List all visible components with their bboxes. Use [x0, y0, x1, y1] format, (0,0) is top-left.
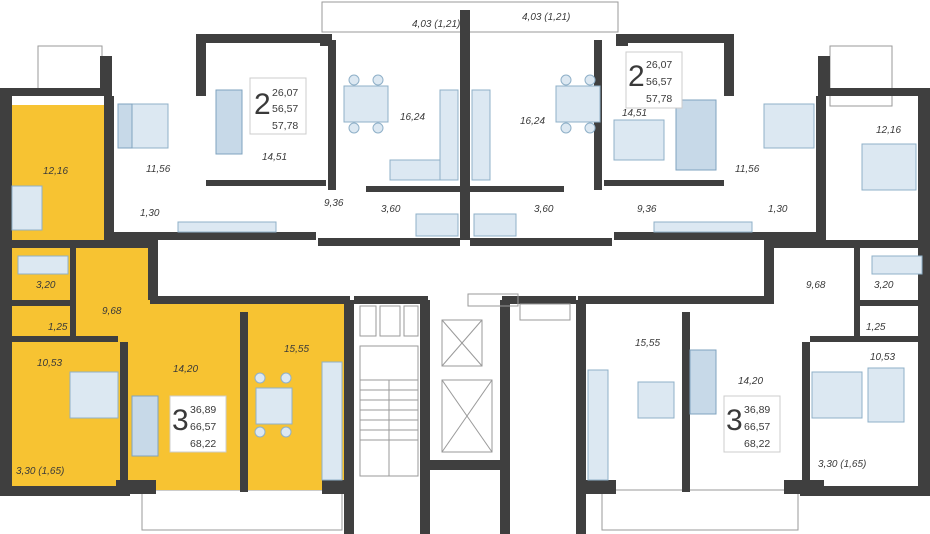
area-living: 36,89 [190, 404, 216, 416]
rooms-count: 2 [254, 88, 271, 121]
walls [0, 10, 930, 534]
label-r-living-14-20: 14,20 [738, 376, 763, 387]
apartment-info-three-room-right[interactable]: 3 36,89 66,57 68,22 [723, 395, 781, 453]
balcony-bottom-right [601, 489, 799, 531]
area-living: 26,07 [646, 59, 672, 71]
label-r-bed-12-16: 12,16 [876, 125, 901, 136]
label-r-bed-10-53: 10,53 [870, 352, 895, 363]
rooms-count: 3 [172, 404, 189, 437]
area-total: 66,57 [744, 421, 770, 433]
balcony-left-top [37, 45, 103, 91]
rooms-count: 2 [628, 60, 645, 93]
label-r-living-14-51: 14,51 [622, 108, 647, 119]
label-r-bath-3-60: 3,60 [534, 204, 554, 215]
label-l-hall-9-68: 9,68 [102, 306, 122, 317]
label-l-bed-11-56: 11,56 [146, 164, 171, 175]
label-balcony-bottom-left: 3,30 (1,65) [16, 466, 64, 477]
balcony-right-top [829, 45, 893, 107]
label-r-hall-9-68: 9,68 [806, 280, 826, 291]
label-l-wc-1-30: 1,30 [140, 208, 160, 219]
label-r-hall-9-36: 9,36 [637, 204, 657, 215]
label-balcony-top-left: 4,03 (1,21) [412, 19, 460, 30]
label-l-wc-1-25: 1,25 [48, 322, 68, 333]
label-r-wc-1-30: 1,30 [768, 204, 788, 215]
label-l-bed-12-16: 12,16 [43, 166, 68, 177]
area-total: 66,57 [190, 421, 216, 433]
elevator-small [441, 319, 483, 367]
area-living: 26,07 [272, 87, 298, 99]
label-r-kitchen-15-55: 15,55 [635, 338, 660, 349]
area-total: 56,57 [646, 76, 672, 88]
apartment-info-two-room-left[interactable]: 2 26,07 56,57 57,78 [249, 77, 307, 135]
elevator-large [441, 379, 493, 453]
label-r-bath-3-20: 3,20 [874, 280, 894, 291]
label-balcony-top-right: 4,03 (1,21) [522, 12, 570, 23]
area-full: 57,78 [272, 120, 298, 132]
area-full: 68,22 [190, 438, 216, 450]
label-l-bed-10-53: 10,53 [37, 358, 62, 369]
label-l-kitchen-16-24: 16,24 [400, 112, 425, 123]
label-l-bath-3-20: 3,20 [36, 280, 56, 291]
furniture [11, 74, 923, 481]
highlight-wc [8, 305, 74, 340]
label-l-bath-3-60: 3,60 [381, 204, 401, 215]
area-living: 36,89 [744, 404, 770, 416]
label-l-hall-9-36: 9,36 [324, 198, 344, 209]
label-l-living-14-20: 14,20 [173, 364, 198, 375]
stair-core [359, 293, 571, 477]
area-total: 56,57 [272, 103, 298, 115]
label-l-living-14-51: 14,51 [262, 152, 287, 163]
stairs [360, 379, 418, 476]
label-balcony-bottom-right: 3,30 (1,65) [818, 459, 866, 470]
label-l-kitchen-15-55: 15,55 [284, 344, 309, 355]
apartment-info-two-room-right[interactable]: 2 26,07 56,57 57,78 [625, 51, 683, 109]
room-labels: 4,03 (1,21) 4,03 (1,21) 11,56 14,51 16,2… [16, 12, 901, 477]
label-r-bed-11-56: 11,56 [735, 164, 760, 175]
rooms-count: 3 [726, 404, 743, 437]
area-full: 68,22 [744, 438, 770, 450]
area-full: 57,78 [646, 93, 672, 105]
label-r-kitchen-16-24: 16,24 [520, 116, 545, 127]
apartment-info-three-room-left[interactable]: 3 36,89 66,57 68,22 [169, 395, 227, 453]
balcony-bottom-left [141, 489, 343, 531]
label-r-wc-1-25: 1,25 [866, 322, 886, 333]
